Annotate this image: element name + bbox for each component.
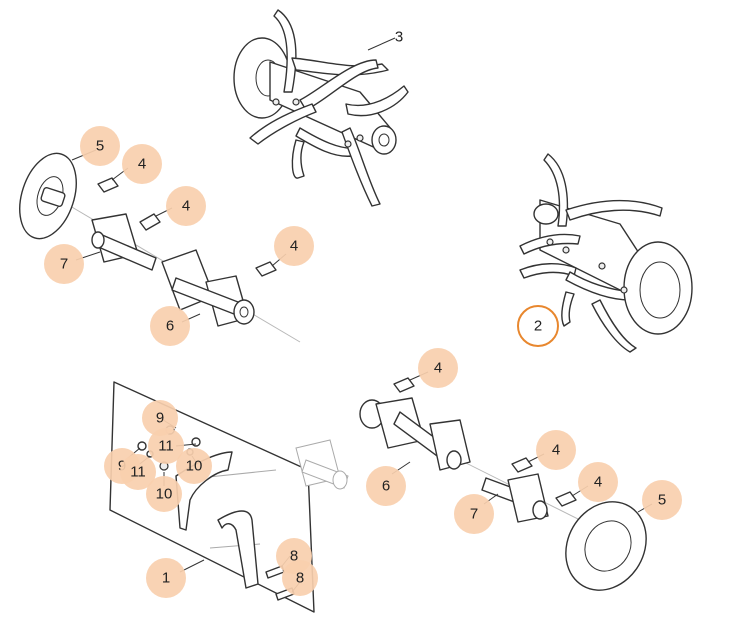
callout-8-bottom-label: 8: [296, 570, 304, 587]
callout-10-right-label: 10: [186, 458, 203, 475]
callout-5-left-label: 5: [96, 138, 104, 155]
callout-8-top-label: 8: [290, 548, 298, 565]
callout-7-left[interactable]: 7: [44, 244, 84, 284]
callout-10-right[interactable]: 10: [176, 448, 212, 484]
callout-4-left-b-label: 4: [182, 198, 190, 215]
callout-5-right[interactable]: 5: [642, 480, 682, 520]
callout-5-right-label: 5: [658, 492, 666, 509]
callout-7-left-label: 7: [60, 256, 68, 273]
callout-7-right[interactable]: 7: [454, 494, 494, 534]
callout-4-left-c[interactable]: 4: [274, 226, 314, 266]
callout-4-left-a-label: 4: [138, 156, 146, 173]
right-shaft-group: [359, 377, 647, 591]
callout-7-right-label: 7: [470, 506, 478, 523]
callout-6-left[interactable]: 6: [150, 306, 190, 346]
callout-3-label: 3: [395, 29, 403, 46]
callout-4-right-c[interactable]: 4: [578, 462, 618, 502]
tiller-assembly-2: [519, 153, 693, 353]
tiller-assembly-3: [233, 9, 409, 207]
callout-2-label: 2: [534, 318, 542, 335]
callout-11-left-label: 11: [130, 464, 146, 481]
callout-10-bottom[interactable]: 10: [146, 476, 182, 512]
callout-4-right-a[interactable]: 4: [418, 348, 458, 388]
callout-10-bottom-label: 10: [156, 486, 173, 503]
callout-1-label: 1: [162, 570, 170, 587]
callout-11-top-label: 11: [158, 438, 174, 455]
callout-4-left-c-label: 4: [290, 238, 298, 255]
callout-4-right-b[interactable]: 4: [536, 430, 576, 470]
callout-2[interactable]: 2: [517, 305, 559, 347]
left-shaft-group: [19, 152, 301, 343]
callout-9-top[interactable]: 9: [142, 400, 178, 436]
callout-9-top-label: 9: [156, 410, 164, 427]
callout-5-left[interactable]: 5: [80, 126, 120, 166]
callout-8-bottom[interactable]: 8: [282, 560, 318, 596]
callout-4-right-c-label: 4: [594, 474, 602, 491]
callout-6-left-label: 6: [166, 318, 174, 335]
callout-6-right-label: 6: [382, 478, 390, 495]
callout-4-right-a-label: 4: [434, 360, 442, 377]
callout-1[interactable]: 1: [146, 558, 186, 598]
callout-4-left-b[interactable]: 4: [166, 186, 206, 226]
callout-3[interactable]: 3: [395, 29, 403, 46]
callout-11-left[interactable]: 11: [120, 454, 156, 490]
callout-11-top[interactable]: 11: [148, 428, 184, 464]
callout-4-left-a[interactable]: 4: [122, 144, 162, 184]
callout-6-right[interactable]: 6: [366, 466, 406, 506]
callout-4-right-b-label: 4: [552, 442, 560, 459]
